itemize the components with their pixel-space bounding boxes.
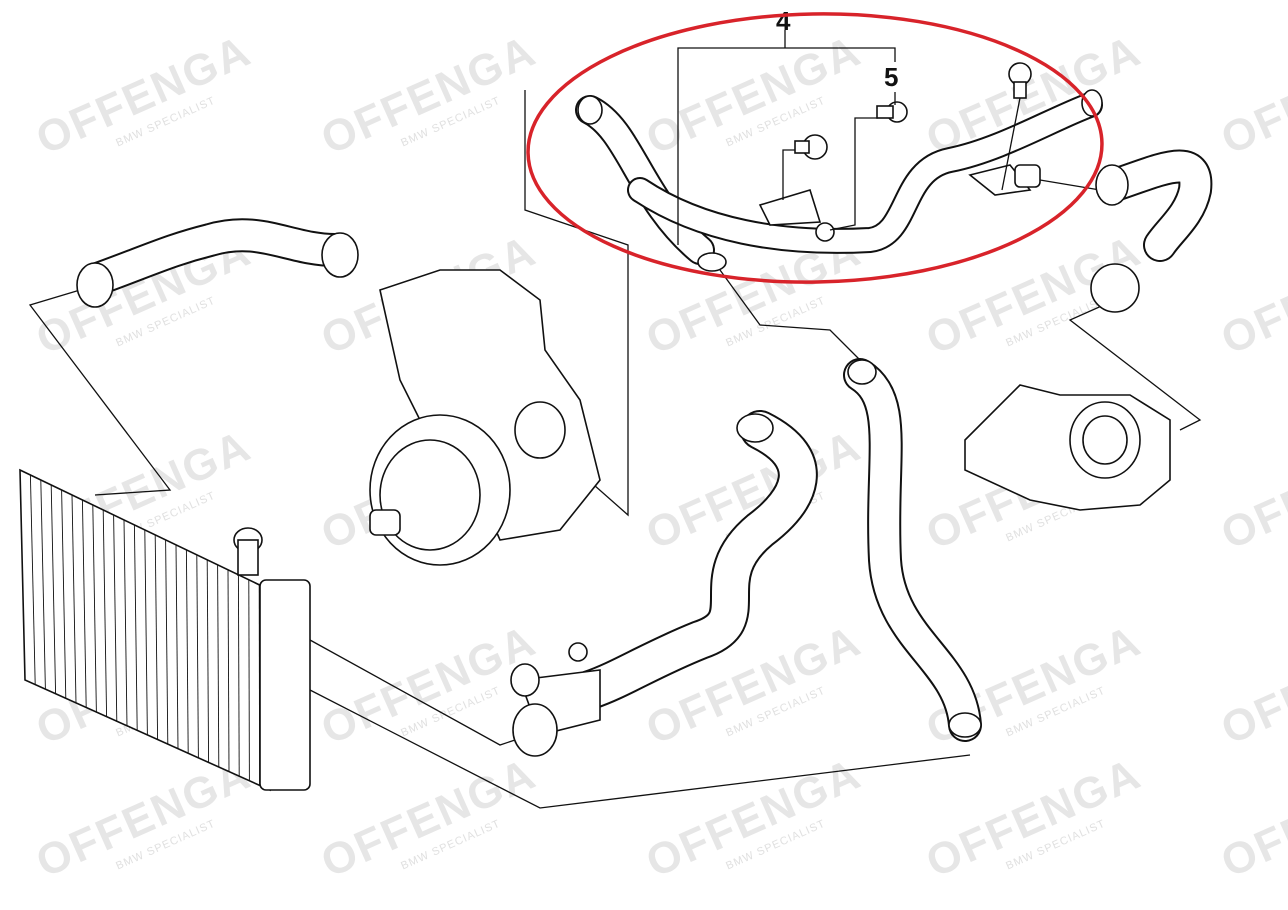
water-pump [369,269,601,566]
watermark-brand: OFFENGA [29,26,258,164]
watermark-brand: OFFENGA [314,749,543,887]
radiator-fin [123,519,128,727]
radiator-fin [237,574,240,777]
radiator-fin [217,564,220,768]
hose-upper-left [76,218,359,308]
bolts [568,62,1032,662]
radiator-fin [227,569,230,773]
watermark-brand: OFFENGA [1214,26,1288,164]
watermark-brand: OFFENGA [314,616,543,754]
radiator [19,468,311,792]
watermark-brand: OFFENGA [1214,226,1288,364]
radiator-fin [81,499,87,708]
radiator-fin [29,474,36,685]
coolant-pipe-4 [575,89,1103,272]
radiator-fin [92,504,97,713]
watermark-brand: OFFENGA [639,26,868,164]
hose-right-top [1090,149,1213,313]
thermostat-housing [964,384,1171,511]
watermark-brand: OFFENGA [314,26,543,164]
radiator-fin [165,539,169,745]
radiator-fin [61,489,67,699]
radiator-fin [206,559,210,763]
radiator-fin [196,554,199,759]
watermark-brand: OFFENGA [1214,421,1288,559]
callout-label-4: 4 [776,6,791,36]
radiator-fin [40,479,46,690]
highlight-ellipse [526,12,1104,284]
radiator-fin [102,509,108,717]
callout-label-5: 5 [884,62,898,92]
sealing-ring [1090,263,1140,313]
leader-lines [28,90,1202,809]
radiator-fin [175,544,179,750]
hose-lower [510,410,818,757]
radiator-fin [248,579,250,782]
radiator-fin [71,494,77,704]
radiator-fin [133,524,138,731]
callout-5: 5 [782,62,1021,231]
radiator-fin [113,514,118,722]
watermark-brand: OFFENGA [1214,749,1288,887]
watermark-brand: OFFENGA [639,749,868,887]
radiator-fin [185,549,189,754]
radiator-fin [154,534,159,740]
radiator-fin [144,529,148,736]
watermark-brand: OFFENGA [919,749,1148,887]
watermark-brand: OFFENGA [1214,616,1288,754]
radiator-fin [50,484,57,694]
hose-middle [843,358,982,742]
